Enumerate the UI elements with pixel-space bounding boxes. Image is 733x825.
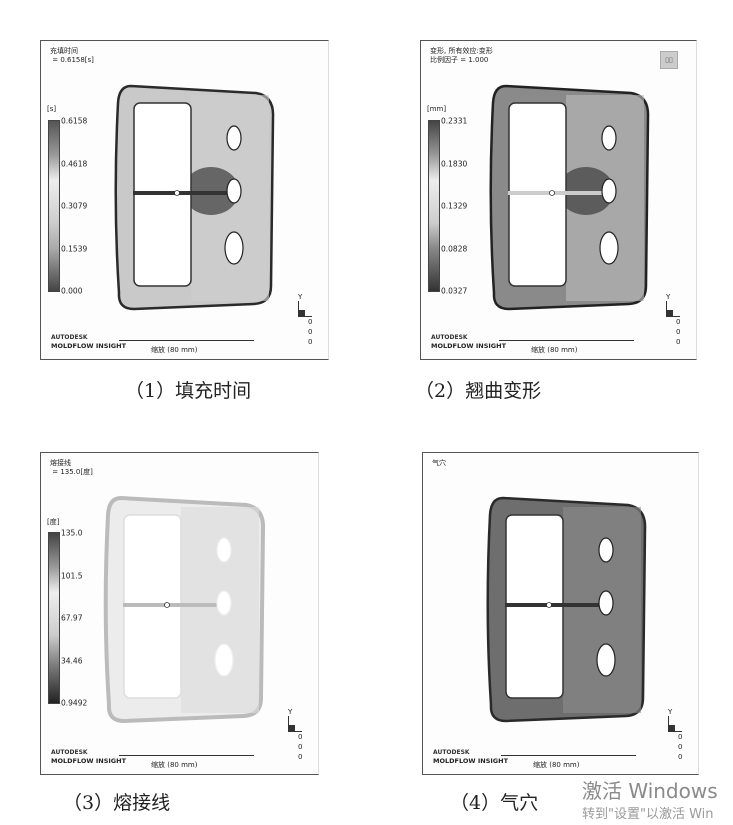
scale-bar	[499, 336, 634, 341]
result-name: 熔接线	[50, 459, 71, 467]
result-panel-3: 熔接线 = 135.0[度] [度]135.0 101.5 67.97 34.46 0.9…	[40, 452, 319, 775]
autodesk-logo: AUTODESK	[51, 334, 88, 341]
result-name: 变形, 所有效应:变形	[430, 47, 493, 55]
axis-value: 0	[676, 338, 681, 346]
color-legend-bar	[48, 532, 60, 704]
axis-triad-icon: Y 0 0 0	[288, 708, 306, 766]
axis-y-label: Y	[666, 293, 671, 301]
scale-bar	[119, 751, 254, 756]
result-value: = 0.6158[s]	[50, 56, 94, 64]
legend-tick-label: 0.6158	[61, 116, 88, 126]
autodesk-logo: AUTODESK	[51, 749, 88, 756]
axis-value: 0	[298, 733, 303, 741]
result-title: 气穴	[432, 459, 446, 468]
result-title: 变形, 所有效应:变形 比例因子 = 1.000	[430, 47, 493, 65]
result-name: 充填时间	[50, 47, 78, 55]
part-model	[489, 84, 650, 311]
axis-y-label: Y	[298, 293, 303, 301]
view-icon[interactable]: ▯▯	[660, 51, 678, 69]
panel-caption-3: （3）熔接线	[63, 792, 171, 814]
legend-tick-label: 0.1830	[441, 159, 468, 168]
scale-label: 缩放 (80 mm)	[531, 346, 578, 354]
slot-hole-1	[598, 537, 614, 563]
axis-triad-icon: Y 0 0 0	[666, 293, 684, 351]
scale-label: 缩放 (80 mm)	[533, 761, 580, 769]
panel-caption-4: （4）气穴	[450, 792, 539, 814]
moldflow-logo: MOLDFLOW INSIGHT	[431, 342, 507, 350]
axis-value: 0	[678, 753, 683, 761]
part-model	[114, 84, 275, 311]
axis-value: 0	[678, 733, 683, 741]
legend-tick-label: 0.1539	[61, 244, 88, 253]
legend-tick-label: 0.9492	[61, 698, 88, 708]
legend-unit: [mm]	[427, 105, 447, 113]
part-model	[486, 496, 647, 723]
color-legend-bar	[428, 120, 440, 292]
windows-activation-watermark-hint: 转到"设置"以激活 Win	[582, 807, 714, 822]
scale-label: 缩放 (80 mm)	[151, 761, 198, 769]
axis-y-label: Y	[668, 708, 673, 716]
gate-point	[174, 190, 180, 196]
axis-triad-icon: Y 0 0 0	[668, 708, 686, 766]
result-panel-2: 变形, 所有效应:变形 比例因子 = 1.000 [mm] 0.2331 0.1830…	[420, 40, 697, 360]
legend-tick-label: 67.97	[61, 613, 83, 623]
legend-unit: [s]	[47, 105, 57, 113]
legend-tick-label: 135.0	[61, 528, 83, 538]
slot-hole-3	[599, 231, 619, 265]
color-legend-bar	[48, 120, 60, 292]
panel-caption-2: （2）翘曲变形	[415, 380, 542, 402]
legend-tick-label: 0.0327	[441, 286, 468, 296]
scale-bar	[119, 336, 254, 341]
slot-hole-3	[224, 231, 244, 265]
slot-hole-2	[601, 178, 617, 204]
moldflow-logo: MOLDFLOW INSIGHT	[51, 342, 127, 350]
slot-hole-2	[598, 590, 614, 616]
axis-value: 0	[298, 753, 303, 761]
result-panel-1: 充填时间 = 0.6158[s] [s] 0.6158 0.4618 0.3079 0.1…	[40, 40, 329, 360]
autodesk-logo: AUTODESK	[431, 334, 468, 341]
result-title: 熔接线 = 135.0[度]	[50, 459, 93, 477]
axis-value: 0	[678, 743, 683, 751]
axis-value: 0	[308, 318, 313, 326]
axis-value: 0	[676, 318, 681, 326]
part-model	[103, 495, 266, 724]
moldflow-logo: MOLDFLOW INSIGHT	[433, 757, 509, 765]
slot-hole-3	[596, 643, 616, 677]
scale-bar	[501, 751, 636, 756]
legend-tick-label: 34.46	[61, 656, 83, 665]
result-value: = 135.0[度]	[50, 468, 93, 476]
axis-value: 0	[308, 328, 313, 336]
scale-label: 缩放 (80 mm)	[151, 346, 198, 354]
result-title: 充填时间 = 0.6158[s]	[50, 47, 94, 65]
axis-value: 0	[676, 328, 681, 336]
legend-tick-label: 0.1329	[441, 201, 468, 211]
slot-hole-1	[226, 125, 242, 151]
slot-hole-1	[216, 537, 232, 563]
legend-tick-label: 0.000	[61, 286, 83, 296]
axis-value: 0	[308, 338, 313, 346]
axis-triad-icon: Y 0 0 0	[298, 293, 316, 351]
gate-point	[546, 602, 552, 608]
slot-hole-1	[601, 125, 617, 151]
legend-tick-label: 0.4618	[61, 159, 88, 168]
legend-tick-label: 101.5	[61, 571, 83, 580]
legend-tick-label: 0.2331	[441, 116, 468, 126]
axis-y-label: Y	[288, 708, 293, 716]
legend-tick-label: 0.3079	[61, 201, 88, 211]
legend-unit: [度]	[47, 518, 60, 526]
autodesk-logo: AUTODESK	[433, 749, 470, 756]
slot-hole-2	[216, 590, 232, 616]
result-value: 比例因子 = 1.000	[430, 56, 489, 64]
result-name: 气穴	[432, 459, 446, 467]
windows-activation-watermark-title: 激活 Windows	[582, 779, 718, 803]
panel-caption-1: （1）填充时间	[125, 380, 252, 402]
axis-value: 0	[298, 743, 303, 751]
gate-point	[549, 190, 555, 196]
gate-point	[164, 602, 170, 608]
slot-hole-3	[214, 643, 234, 677]
legend-tick-label: 0.0828	[441, 244, 468, 253]
slot-hole-2	[226, 178, 242, 204]
moldflow-logo: MOLDFLOW INSIGHT	[51, 757, 127, 765]
